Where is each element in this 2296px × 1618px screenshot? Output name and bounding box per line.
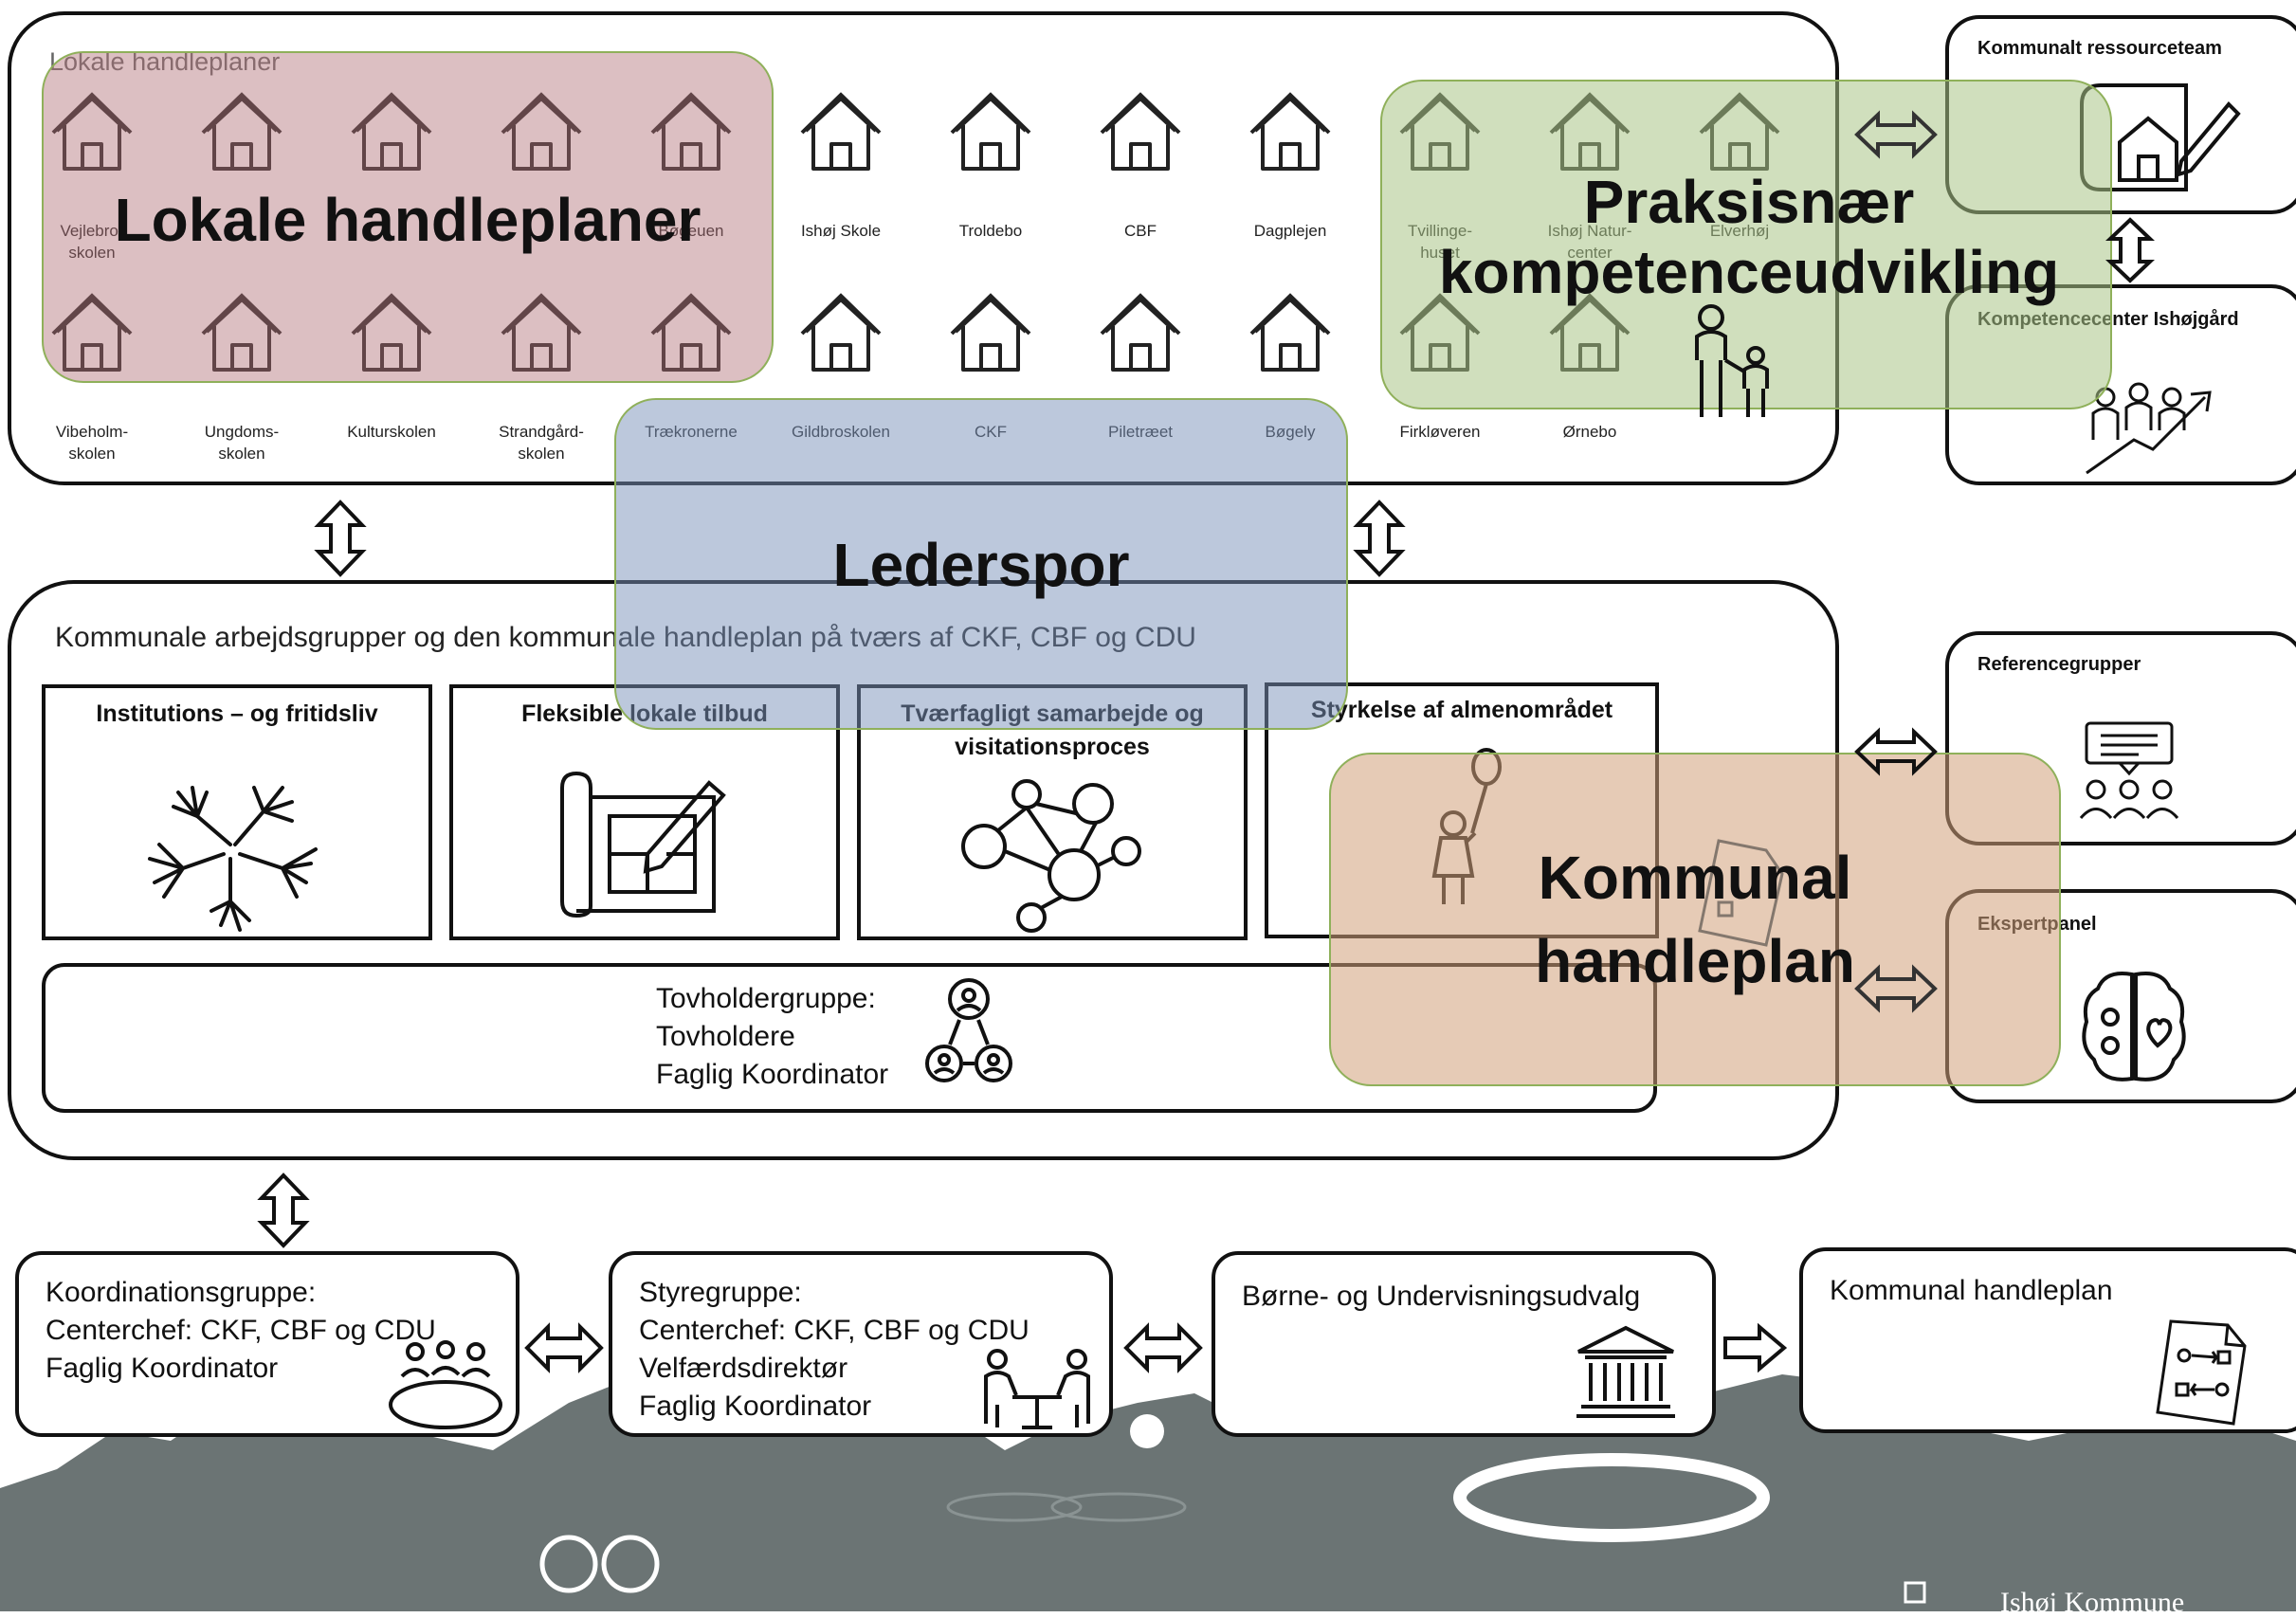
- institutions_row1-label: CBF: [1124, 222, 1157, 240]
- municipal-plan-label: Kommunal handleplan: [1830, 1275, 2113, 1306]
- adult-child-icon: [1695, 304, 1769, 417]
- institutions_row1-label: Ishøj Skole: [800, 222, 882, 240]
- coordination-group-box: Koordinationsgruppe: Centerchef: CKF, CB…: [15, 1251, 519, 1437]
- house-icon: [349, 91, 434, 174]
- brain-heart-icon: [2082, 972, 2186, 1082]
- discussion-group-icon: [2079, 721, 2179, 820]
- coordination-line: Koordinationsgruppe:: [46, 1277, 317, 1308]
- house-icon: [1248, 292, 1333, 375]
- coordinator-group-text: Tovholdergruppe: Tovholdere Faglig Koord…: [656, 980, 888, 1094]
- steering-line: Styregruppe:: [639, 1277, 802, 1308]
- workgroup-title: Institutions – og fritidsliv: [96, 700, 378, 727]
- municipality-logo-text: Ishøj Kommune: [2000, 1587, 2185, 1618]
- leadership-track-overlay: [614, 398, 1348, 730]
- house-icon: [1248, 91, 1333, 174]
- institutions_row1-label: Vejlebro- skolen: [60, 222, 124, 262]
- municipal-plan-title: Kommunal handleplan: [1329, 836, 2061, 1003]
- coordination-line: Centerchef: CKF, CBF og CDU: [46, 1315, 436, 1346]
- workgroup-institutions: Institutions – og fritidsliv: [42, 684, 432, 940]
- coordination-group-text: Koordinationsgruppe: Centerchef: CKF, CB…: [46, 1274, 436, 1388]
- reference-groups-label: Referencegrupper: [1977, 654, 2141, 675]
- house-icon: [499, 91, 584, 174]
- document-flow-icon: [1698, 839, 1784, 947]
- institutions_row1-label: Dagplejen: [1253, 222, 1327, 240]
- council-committee-box: Børne- og Undervisningsudvalg: [1212, 1251, 1716, 1437]
- double-arrow-icon: [1854, 727, 1938, 776]
- municipal-plan-title-line2: handleplan: [1535, 927, 1855, 995]
- house-icon: [349, 292, 434, 375]
- house-icon: [199, 292, 284, 375]
- steering-line: Faglig Koordinator: [639, 1391, 872, 1422]
- house-icon: [798, 91, 884, 174]
- tovholder-line: Tovholdere: [656, 1021, 795, 1052]
- municipality-skyline: [0, 1374, 2296, 1611]
- vertical-double-arrow-icon: [257, 1173, 310, 1248]
- municipal-plan-box: Kommunal handleplan: [1799, 1247, 2296, 1433]
- municipal-plan-title-line1: Kommunal: [1538, 844, 1852, 912]
- leadership-track-title: Lederspor: [832, 531, 1130, 599]
- vertical-double-arrow-icon: [1353, 500, 1406, 577]
- practice-competence-overlay: [1380, 80, 2112, 409]
- government-building-icon: [1576, 1325, 1675, 1418]
- coordination-line: Faglig Koordinator: [46, 1353, 279, 1384]
- institutions_row2-label: Ungdoms- skolen: [204, 423, 280, 463]
- house-icon: [1098, 292, 1183, 375]
- people-growth-icon: [2086, 382, 2212, 475]
- council-committee-label: Børne- og Undervisningsudvalg: [1242, 1281, 1641, 1312]
- double-arrow-icon: [1123, 1322, 1203, 1373]
- steering-group-text: Styregruppe: Centerchef: CKF, CBF og CDU…: [639, 1274, 1030, 1426]
- workgroup-title: Styrkelse af almenområdet: [1310, 697, 1613, 723]
- practice-title-line1: Praksisnær: [1583, 168, 1915, 236]
- house-icon: [499, 292, 584, 375]
- house-icon: [49, 91, 135, 174]
- house-icon: [948, 292, 1033, 375]
- institutions_row2-label: Strandgård- skolen: [499, 423, 584, 463]
- institutions_row1-label: Bøgeuen: [658, 222, 724, 240]
- house-icon: [798, 292, 884, 375]
- steering-line: Centerchef: CKF, CBF og CDU: [639, 1315, 1030, 1346]
- meeting-table-icon: [389, 1340, 502, 1429]
- tovholder-line: Faglig Koordinator: [656, 1059, 889, 1090]
- institutions_row1-label: Troldebo: [958, 222, 1023, 240]
- resource-team-label: Kommunalt ressourceteam: [1977, 38, 2222, 59]
- house-icon: [1098, 91, 1183, 174]
- blueprint-pencil-icon: [560, 771, 726, 918]
- institutions_row2-label: Ørnebo: [1562, 423, 1617, 441]
- practice-competence-title: Praksisnær kompetenceudvikling: [1365, 167, 2133, 307]
- tovholder-line: Tovholdergruppe:: [656, 983, 876, 1014]
- team-network-icon: [925, 978, 1012, 1082]
- double-arrow-icon: [1854, 110, 1938, 159]
- local-plans-overlay: [42, 51, 774, 383]
- house-icon: [648, 91, 734, 174]
- document-flow-icon: [2156, 1319, 2247, 1426]
- steering-line: Velfærdsdirektør: [639, 1353, 848, 1384]
- local-plans-overlay-title: Lokale handleplaner: [114, 186, 702, 254]
- institutions_row2-label: Kulturskolen: [347, 423, 436, 441]
- practice-title-line2: kompetenceudvikling: [1438, 238, 2060, 306]
- vertical-double-arrow-icon: [314, 500, 367, 577]
- network-people-icon: [961, 779, 1141, 933]
- hands-together-icon: [148, 786, 318, 932]
- institutions_row2-label: Vibeholm- skolen: [55, 423, 129, 463]
- double-arrow-icon: [1854, 964, 1938, 1013]
- steering-group-box: Styregruppe: Centerchef: CKF, CBF og CDU…: [609, 1251, 1113, 1437]
- vertical-double-arrow-icon: [2105, 217, 2155, 283]
- two-people-table-icon: [984, 1349, 1090, 1429]
- right-arrow-icon: [1723, 1323, 1788, 1373]
- house-icon: [648, 292, 734, 375]
- institutions_row2-label: Firkløveren: [1399, 423, 1481, 441]
- house-icon: [199, 91, 284, 174]
- house-icon: [948, 91, 1033, 174]
- municipal-plan-overlay: [1329, 753, 2061, 1086]
- double-arrow-icon: [524, 1322, 604, 1373]
